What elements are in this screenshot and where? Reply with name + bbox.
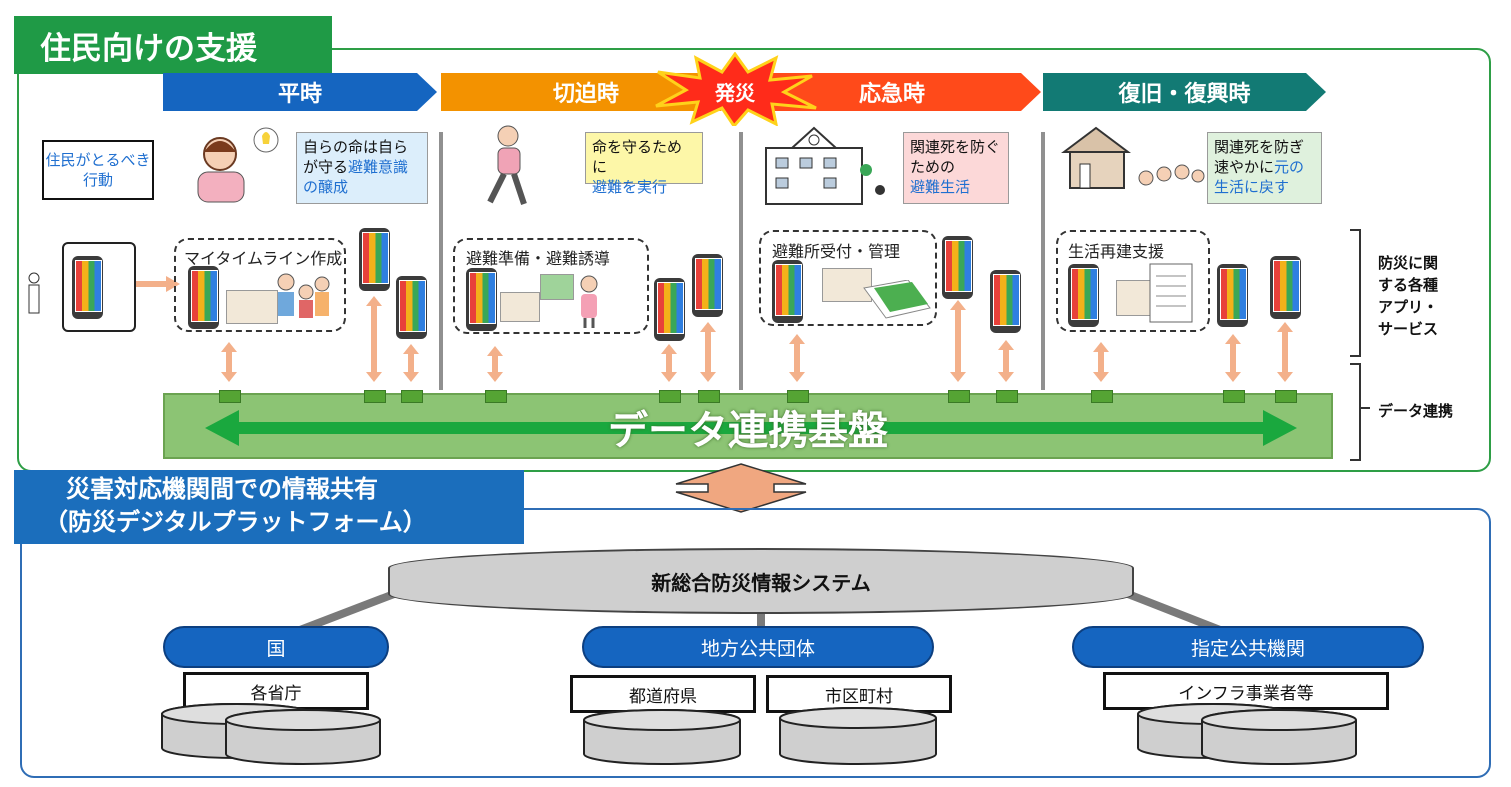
application-form-icon xyxy=(1149,263,1193,323)
reception-form-icon xyxy=(863,280,931,319)
platform-title: 災害対応機関間での情報共有 （防災デジタルプラットフォーム） xyxy=(14,470,524,544)
phone-icon xyxy=(396,276,427,339)
note-normal: 自らの命は自らが守る避難意識の醸成 xyxy=(296,132,428,204)
id-card-icon xyxy=(822,268,872,302)
service-box-shelter xyxy=(759,230,937,326)
resident-action-box: 住民がとるべき 行動 xyxy=(42,140,154,200)
service-label-shelter: 避難所受付・管理 xyxy=(772,238,901,262)
service-box-rebuild xyxy=(1056,230,1210,332)
connector-node xyxy=(1223,390,1245,403)
phase-normal: 平時 xyxy=(163,73,437,111)
bidirectional-arrow-icon xyxy=(205,410,1297,446)
note-recovery: 関連死を防ぎ速やかに元の生活に戻す xyxy=(1207,132,1322,204)
sub-prefectures: 都道府県 xyxy=(570,675,756,713)
phone-icon xyxy=(692,254,723,317)
document-icon xyxy=(500,292,540,322)
phase-divider xyxy=(739,132,743,390)
sub-municipalities: 市区町村 xyxy=(766,675,952,713)
phone-icon xyxy=(1217,264,1248,327)
side-brackets xyxy=(1350,229,1370,461)
phase-recovery: 復旧・復興時 xyxy=(1043,73,1326,111)
phase-divider xyxy=(1041,132,1045,390)
connector-node xyxy=(364,390,386,403)
phone-icon xyxy=(1270,256,1301,319)
phone-icon xyxy=(72,256,103,319)
org-local-government: 地方公共団体 xyxy=(582,626,934,668)
guide-person-icon xyxy=(580,275,598,328)
resident-support-title: 住民向けの支援 xyxy=(14,16,332,74)
apps-side-label: 防災に関する各種アプリ・サービス xyxy=(1378,254,1439,338)
connector-node xyxy=(787,390,809,403)
phone-icon xyxy=(942,236,973,299)
phone-icon xyxy=(188,266,219,329)
document-icon xyxy=(226,290,278,324)
running-person-icon xyxy=(487,125,527,205)
connector-node xyxy=(1275,390,1297,403)
map-icon xyxy=(540,274,574,300)
connector-node xyxy=(698,390,720,403)
connector-node xyxy=(485,390,507,403)
connector-node xyxy=(1091,390,1113,403)
connector-node xyxy=(659,390,681,403)
service-box-evacuation xyxy=(453,238,649,334)
exchange-arrow-icon xyxy=(675,463,807,513)
connector-node xyxy=(948,390,970,403)
double-arrow-icon xyxy=(221,296,1293,382)
connector-node xyxy=(219,390,241,403)
connector-node xyxy=(996,390,1018,403)
system-cylinder: 新総合防災情報システム xyxy=(388,548,1134,614)
org-national: 国 xyxy=(163,626,389,668)
phone-icon xyxy=(359,228,390,291)
data-platform-label: データ連携基盤 xyxy=(608,408,888,454)
service-box-timeline xyxy=(174,238,346,332)
org-designated-public: 指定公共機関 xyxy=(1072,626,1424,668)
phase-divider xyxy=(439,132,443,390)
phone-icon xyxy=(772,260,803,323)
person-thinking-icon xyxy=(197,127,279,203)
service-label-evacuation: 避難準備・避難誘導 xyxy=(466,245,611,269)
connector-node xyxy=(401,390,423,403)
family-icon xyxy=(277,273,330,318)
service-label-rebuild: 生活再建支援 xyxy=(1068,238,1165,262)
disaster-burst-icon xyxy=(655,52,817,126)
arrow-right-icon xyxy=(136,276,180,292)
note-emergency: 関連死を防ぐための避難生活 xyxy=(903,132,1009,204)
disaster-label: 発災 xyxy=(715,81,755,105)
note-imminent: 命を守るために避難を実行 xyxy=(585,132,703,196)
resident-person-icon xyxy=(28,272,40,314)
house-and-family-icon xyxy=(1061,126,1205,189)
platform-panel xyxy=(20,508,1491,778)
data-side-label: データ連携 xyxy=(1378,402,1454,420)
phone-icon xyxy=(990,270,1021,333)
phone-icon xyxy=(466,268,497,331)
evacuation-shelter-icon xyxy=(765,126,885,205)
phone-icon xyxy=(654,278,685,341)
service-label-timeline: マイタイムライン作成 xyxy=(184,245,343,269)
phone-icon xyxy=(1068,264,1099,327)
